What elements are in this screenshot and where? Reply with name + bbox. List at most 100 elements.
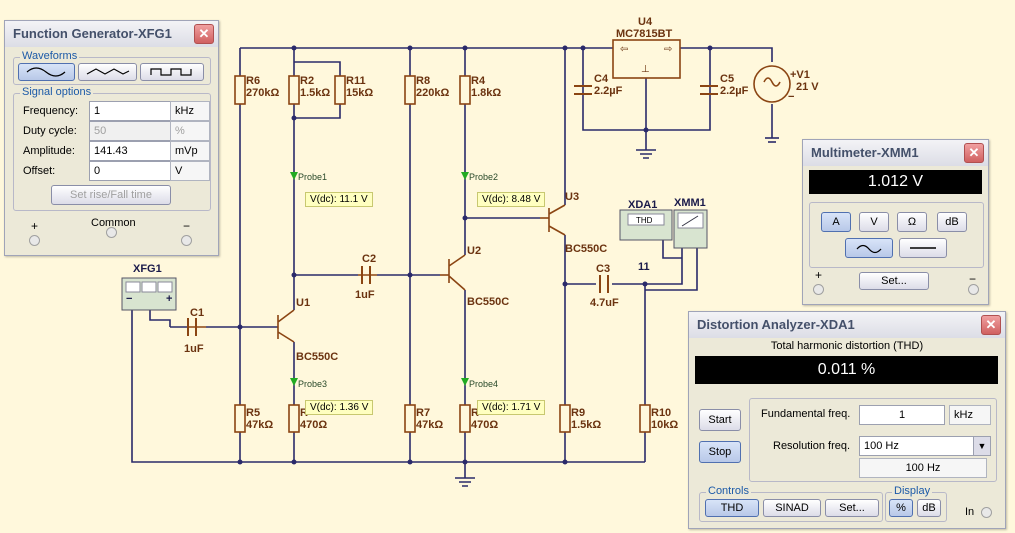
xmm1-name: XMM1 [674, 197, 706, 209]
r5-name: R5 [246, 407, 260, 419]
ac-mode-button[interactable] [845, 238, 893, 258]
ac-wave-icon [856, 244, 882, 254]
u1-value: BC550C [296, 351, 338, 363]
net-11: 11 [638, 261, 650, 273]
svg-text:⊥: ⊥ [641, 64, 650, 75]
fundamental-freq-unit[interactable]: kHz [949, 405, 991, 425]
plus-terminal-label: + [815, 268, 823, 282]
r8-value: 220kΩ [416, 87, 449, 99]
probe4-readout: V(dc): 1.71 V [477, 400, 546, 415]
window-title: Multimeter-XMM1 [811, 145, 919, 160]
distortion-analyzer-title-bar[interactable]: Distortion Analyzer-XDA1 ✕ [689, 312, 1005, 338]
minus-terminal-label: − [969, 272, 977, 286]
chevron-down-icon[interactable]: ▼ [973, 437, 990, 455]
resolution-freq-readout: 100 Hz [859, 458, 987, 478]
percent-display-button[interactable]: % [889, 499, 913, 517]
u4-name: U4 [638, 16, 653, 28]
minus-terminal-label: − [183, 219, 191, 233]
c3-name: C3 [596, 263, 610, 275]
ohmmeter-button[interactable]: Ω [897, 212, 927, 232]
c4-name: C4 [594, 73, 609, 85]
sine-wave-button[interactable] [18, 63, 75, 81]
r10-name: R10 [651, 407, 671, 419]
sinad-mode-button[interactable]: SINAD [763, 499, 821, 517]
square-wave-button[interactable] [140, 63, 204, 81]
c1-name: C1 [190, 307, 204, 319]
minus-terminal[interactable] [181, 235, 192, 246]
function-generator-title-bar[interactable]: Function Generator-XFG1 ✕ [5, 21, 218, 47]
v1-value: 21 V [796, 81, 819, 93]
probe4-label: Probe4 [469, 379, 498, 389]
analyzer-set-button[interactable]: Set... [825, 499, 879, 517]
start-button[interactable]: Start [699, 409, 741, 431]
offset-unit[interactable]: V [170, 161, 210, 181]
xda1-name: XDA1 [628, 199, 657, 211]
xfg1-minus: − [126, 293, 132, 305]
dc-mode-button[interactable] [899, 238, 947, 258]
frequency-label: Frequency: [23, 105, 79, 117]
multimeter-window[interactable]: Multimeter-XMM1 ✕ 1.012 V A V Ω dB + − S… [802, 139, 989, 305]
close-button[interactable]: ✕ [981, 315, 1001, 335]
waveforms-group: Waveforms [13, 50, 211, 85]
function-generator-window[interactable]: Function Generator-XFG1 ✕ Waveforms Sign… [4, 20, 219, 256]
sine-wave-icon [26, 67, 66, 77]
duty-cycle-unit[interactable]: % [170, 121, 210, 141]
thd-heading: Total harmonic distortion (THD) [770, 340, 924, 352]
multimeter-set-button[interactable]: Set... [859, 272, 929, 290]
group-title: Display [892, 485, 933, 497]
amplitude-field[interactable]: 141.43 [89, 141, 171, 161]
db-display-button[interactable]: dB [917, 499, 941, 517]
decibel-button[interactable]: dB [937, 212, 967, 232]
thd-mode-button[interactable]: THD [705, 499, 759, 517]
probe1-label: Probe1 [298, 172, 327, 182]
multimeter-title-bar[interactable]: Multimeter-XMM1 ✕ [803, 140, 988, 166]
r2-value: 1.5kΩ [300, 87, 330, 99]
amplitude-unit[interactable]: mVp [170, 141, 210, 161]
probe3-readout: V(dc): 1.36 V [305, 400, 374, 415]
frequency-unit[interactable]: kHz [170, 101, 210, 121]
xfg1-plus: + [166, 293, 172, 305]
common-terminal[interactable] [106, 227, 117, 238]
r9-value: 1.5kΩ [571, 419, 601, 431]
r1-value: 470Ω [300, 419, 327, 431]
u3-name: U3 [565, 191, 579, 203]
square-wave-icon [150, 68, 192, 76]
frequency-field[interactable]: 1 [89, 101, 171, 121]
xfg1-name: XFG1 [133, 263, 162, 275]
offset-field[interactable]: 0 [89, 161, 171, 181]
input-terminal[interactable] [981, 507, 992, 518]
plus-terminal-label: + [31, 219, 39, 233]
stop-button[interactable]: Stop [699, 441, 741, 463]
v1-minus: − [788, 91, 794, 103]
voltmeter-button[interactable]: V [859, 212, 889, 232]
c3-value: 4.7uF [590, 297, 619, 309]
xda1-label: THD [636, 216, 653, 225]
close-button[interactable]: ✕ [194, 24, 214, 44]
common-terminal-label: Common [91, 217, 136, 229]
plus-terminal[interactable] [29, 235, 40, 246]
distortion-analyzer-window[interactable]: Distortion Analyzer-XDA1 ✕ Total harmoni… [688, 311, 1006, 529]
r4-value: 1.8kΩ [471, 87, 501, 99]
ammeter-button[interactable]: A [821, 212, 851, 232]
svg-text:⇦: ⇦ [620, 44, 628, 55]
r5-value: 47kΩ [246, 419, 273, 431]
r9-name: R9 [571, 407, 585, 419]
u4-value: MC7815BT [616, 28, 673, 40]
r7-name: R7 [416, 407, 430, 419]
probe2-readout: V(dc): 8.48 V [477, 192, 546, 207]
group-title: Controls [706, 485, 751, 497]
group-title: Waveforms [20, 50, 80, 62]
minus-terminal[interactable] [968, 284, 979, 295]
triangle-wave-button[interactable] [78, 63, 137, 81]
resolution-freq-select[interactable]: 100 Hz ▼ [859, 436, 991, 456]
r1-name: R [300, 407, 308, 419]
group-title: Signal options [20, 86, 94, 98]
fundamental-freq-label: Fundamental freq. [761, 408, 851, 420]
r11-value: 15kΩ [346, 87, 373, 99]
set-rise-fall-time-button[interactable]: Set rise/Fall time [51, 185, 171, 205]
u2-name: U2 [467, 245, 481, 257]
plus-terminal[interactable] [813, 284, 824, 295]
close-button[interactable]: ✕ [964, 143, 984, 163]
fundamental-freq-field[interactable]: 1 [859, 405, 945, 425]
duty-cycle-field[interactable]: 50 [89, 121, 171, 141]
